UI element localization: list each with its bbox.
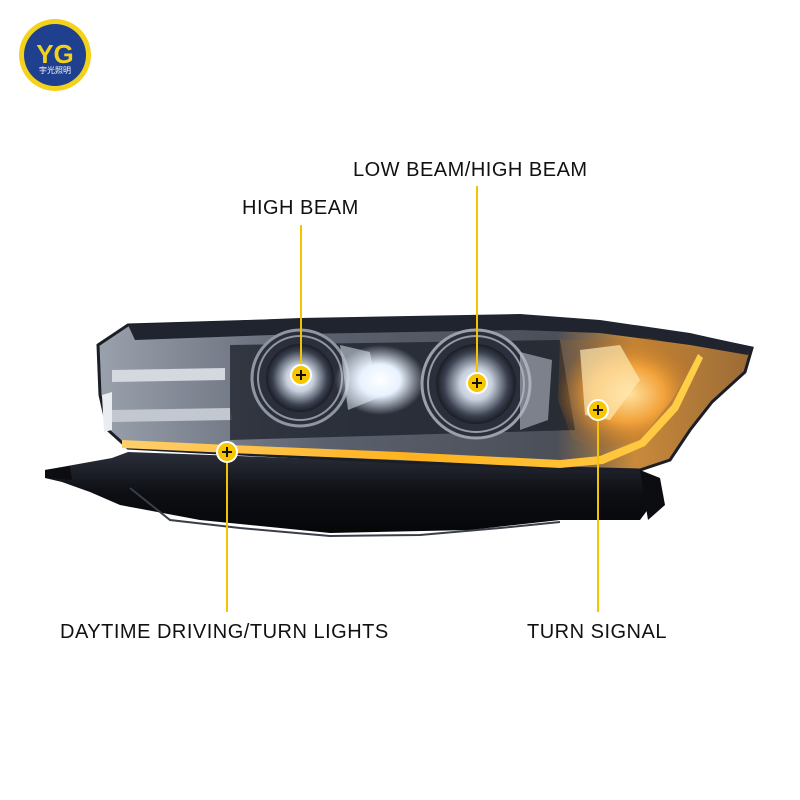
logo-text: 宇光照明 (39, 66, 71, 75)
leader-lines (226, 186, 599, 612)
brand-logo: YG (19, 19, 91, 91)
label-high-beam: HIGH BEAM (242, 197, 359, 219)
marker-high-beam-icon (290, 364, 312, 386)
label-turn-signal: TURN SIGNAL (527, 621, 667, 643)
lower-housing (45, 452, 655, 533)
marker-drl-icon (216, 441, 238, 463)
logo-monogram: YG (36, 39, 74, 69)
label-drl-turn-lights: DAYTIME DRIVING/TURN LIGHTS (60, 621, 389, 643)
marker-turn-signal-icon (587, 399, 609, 421)
label-low-high-beam: LOW BEAM/HIGH BEAM (353, 159, 588, 181)
marker-low-high-beam-icon (466, 372, 488, 394)
